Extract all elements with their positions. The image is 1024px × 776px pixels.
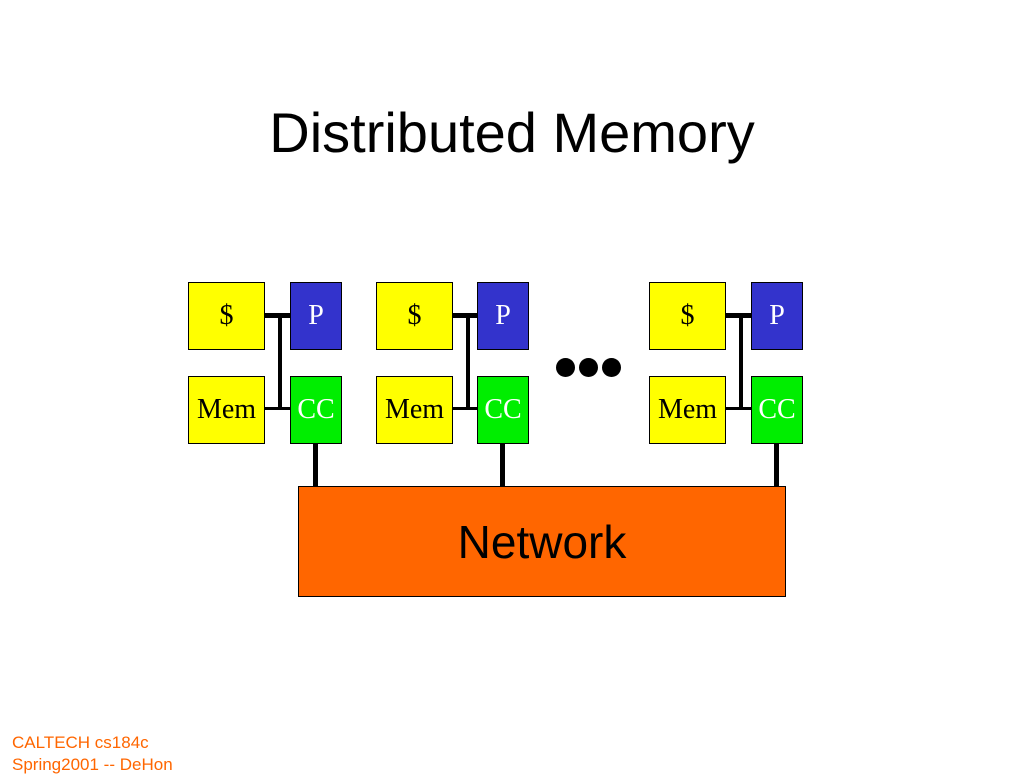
ellipsis-dot	[556, 358, 575, 377]
vertical-bus-wire	[466, 313, 470, 409]
memory-box: Mem	[188, 376, 265, 444]
cache-box: $	[188, 282, 265, 350]
cache-box: $	[376, 282, 453, 350]
cache-controller-box: CC	[290, 376, 342, 444]
controller-network-wire	[313, 443, 318, 487]
controller-network-wire	[500, 443, 505, 487]
memory-controller-wire	[264, 407, 290, 410]
vertical-bus-wire	[278, 313, 282, 409]
cache-controller-box: CC	[477, 376, 529, 444]
ellipsis-dot	[602, 358, 621, 377]
cache-controller-box: CC	[751, 376, 803, 444]
memory-controller-wire	[452, 407, 478, 410]
cache-processor-wire	[724, 313, 751, 318]
cache-box: $	[649, 282, 726, 350]
network-box: Network	[298, 486, 786, 597]
footer-line-2: Spring2001 -- DeHon	[12, 755, 173, 774]
footer: CALTECH cs184c Spring2001 -- DeHon	[12, 732, 173, 776]
processor-box: P	[290, 282, 342, 350]
network-label: Network	[457, 515, 627, 568]
cache-processor-wire	[452, 313, 478, 318]
memory-controller-wire	[724, 407, 751, 410]
cache-processor-wire	[264, 313, 290, 318]
footer-line-1: CALTECH cs184c	[12, 733, 149, 752]
slide-title: Distributed Memory	[269, 101, 755, 164]
memory-box: Mem	[376, 376, 453, 444]
ellipsis-dot	[579, 358, 598, 377]
processor-box: P	[477, 282, 529, 350]
vertical-bus-wire	[739, 313, 743, 409]
controller-network-wire	[774, 443, 779, 487]
processor-box: P	[751, 282, 803, 350]
memory-box: Mem	[649, 376, 726, 444]
